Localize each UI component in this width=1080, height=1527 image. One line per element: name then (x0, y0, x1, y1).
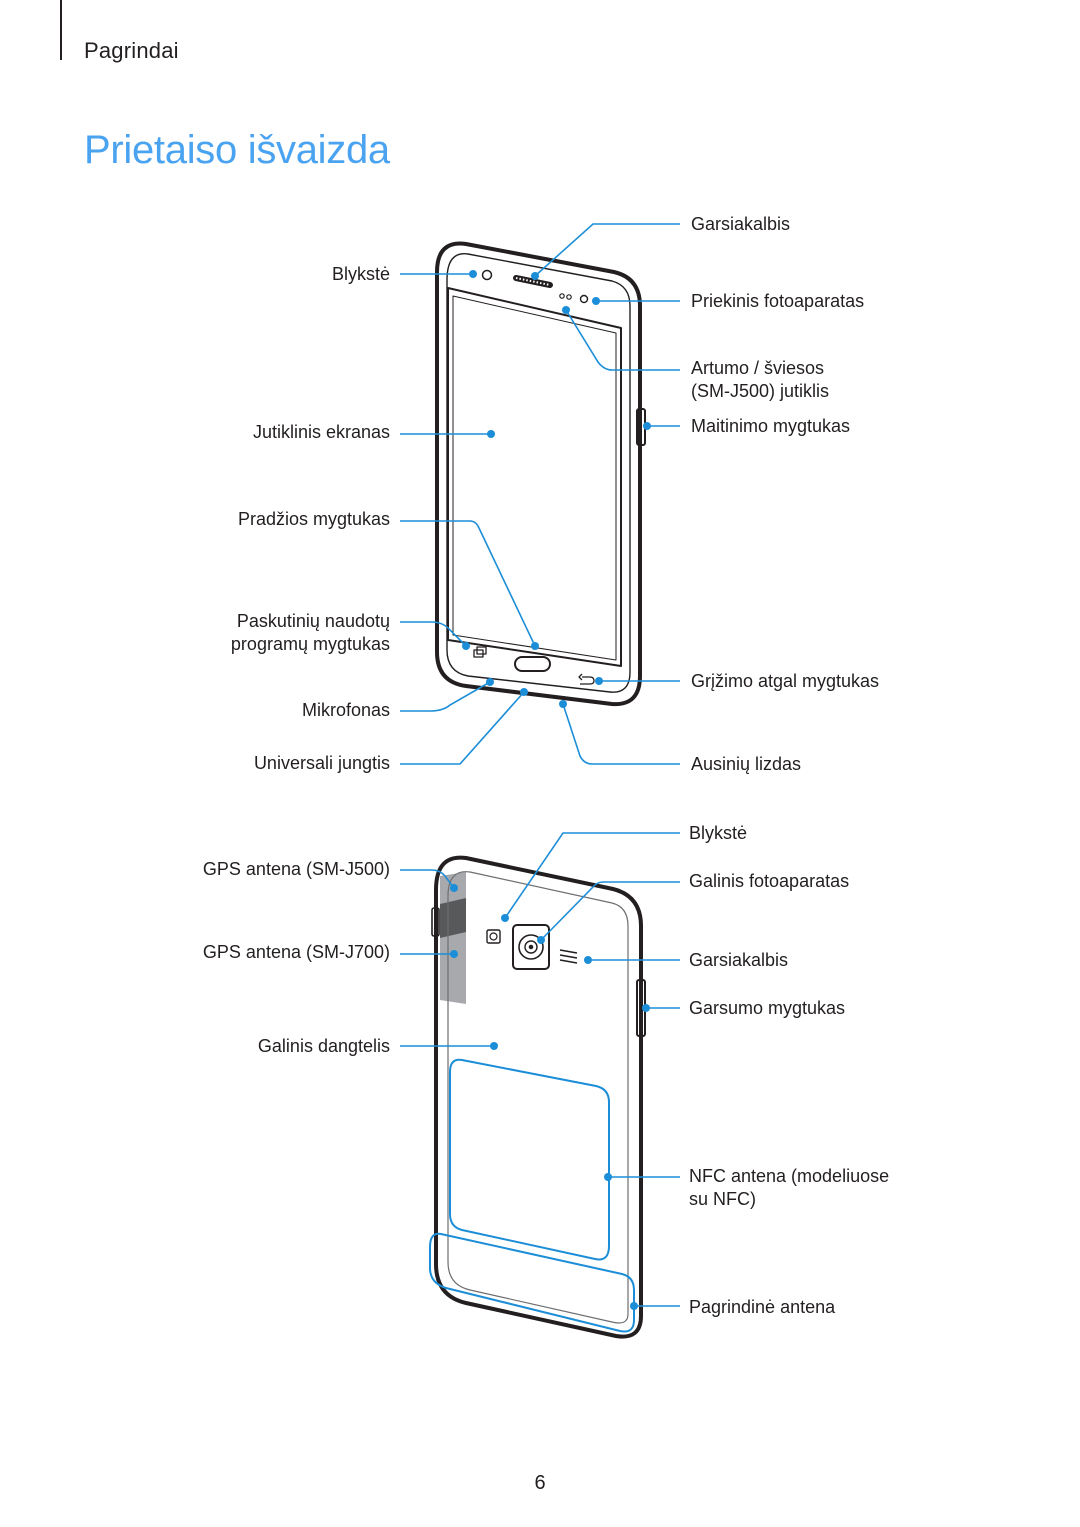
header-rule (60, 0, 62, 60)
section-title: Pagrindai (84, 38, 179, 63)
label-front-camera: Priekinis fotoaparatas (691, 291, 865, 311)
label-gps-j700: GPS antena (SM-J700) (202, 942, 390, 962)
page-number: 6 (534, 1472, 546, 1494)
label-front-speaker: Garsiakalbis (691, 214, 791, 234)
label-back-cover: Galinis dangtelis (257, 1036, 390, 1056)
sensor-dot-2 (566, 294, 572, 300)
touchscreen-area (447, 287, 622, 667)
back-phone-inner (447, 871, 629, 1324)
label-gps-j500: GPS antena (SM-J500) (202, 859, 390, 879)
label-multipurpose-jack: Universali jungtis (253, 753, 390, 773)
back-phone-body (434, 855, 643, 1339)
label-main-antenna: Pagrindinė antena (689, 1297, 836, 1317)
label-home-button: Pradžios mygtukas (237, 509, 390, 529)
rear-camera-lens (518, 934, 544, 960)
label-recent-apps-line1: Paskutinių naudotų (236, 611, 390, 631)
front-camera-lens (579, 294, 589, 304)
gps-antenna-dark-band (440, 898, 466, 938)
rear-speaker-grille (559, 949, 578, 964)
label-touchscreen: Jutiklinis ekranas (252, 422, 390, 442)
back-phone (431, 855, 646, 1339)
page-title: Prietaiso išvaizda (84, 128, 390, 172)
front-flash-ring (481, 269, 493, 281)
main-antenna-outline (429, 1232, 635, 1333)
front-phone-body (435, 241, 642, 707)
rear-flash-shape (486, 929, 501, 944)
home-button-shape (514, 656, 551, 672)
label-nfc-line2: su NFC) (689, 1189, 756, 1209)
label-front-flash: Blykstė (331, 264, 390, 284)
nfc-antenna-outline (449, 1058, 610, 1261)
label-rear-flash: Blykstė (689, 823, 748, 843)
label-rear-camera: Galinis fotoaparatas (689, 871, 850, 891)
label-sensor-line2: (SM-J500) jutiklis (691, 381, 830, 401)
rear-camera-module (512, 924, 550, 970)
label-back-button: Grįžimo atgal mygtukas (691, 671, 880, 691)
label-microphone: Mikrofonas (301, 700, 390, 720)
back-callout-dots (450, 884, 650, 1310)
label-recent-apps-line2: programų mygtukas (230, 634, 390, 654)
front-callout-dots (462, 270, 651, 708)
front-callouts (400, 223, 680, 765)
label-rear-speaker: Garsiakalbis (689, 950, 789, 970)
label-sensor-line1: Artumo / šviesos (691, 358, 825, 378)
label-nfc-line1: NFC antena (modeliuose (689, 1166, 890, 1186)
label-volume-button: Garsumo mygtukas (689, 998, 846, 1018)
back-callouts (400, 832, 680, 1307)
label-power-button: Maitinimo mygtukas (691, 416, 851, 436)
label-earphone-jack: Ausinių lizdas (691, 754, 802, 774)
label-sensor: Artumo / šviesos (SM-J500) jutiklis (691, 357, 829, 403)
front-phone-bezel (446, 253, 631, 693)
sensor-dot-1 (559, 293, 565, 299)
front-phone (435, 241, 646, 707)
label-recent-apps: Paskutinių naudotų programų mygtukas (231, 610, 390, 656)
label-nfc-antenna: NFC antena (modeliuose su NFC) (689, 1165, 889, 1211)
